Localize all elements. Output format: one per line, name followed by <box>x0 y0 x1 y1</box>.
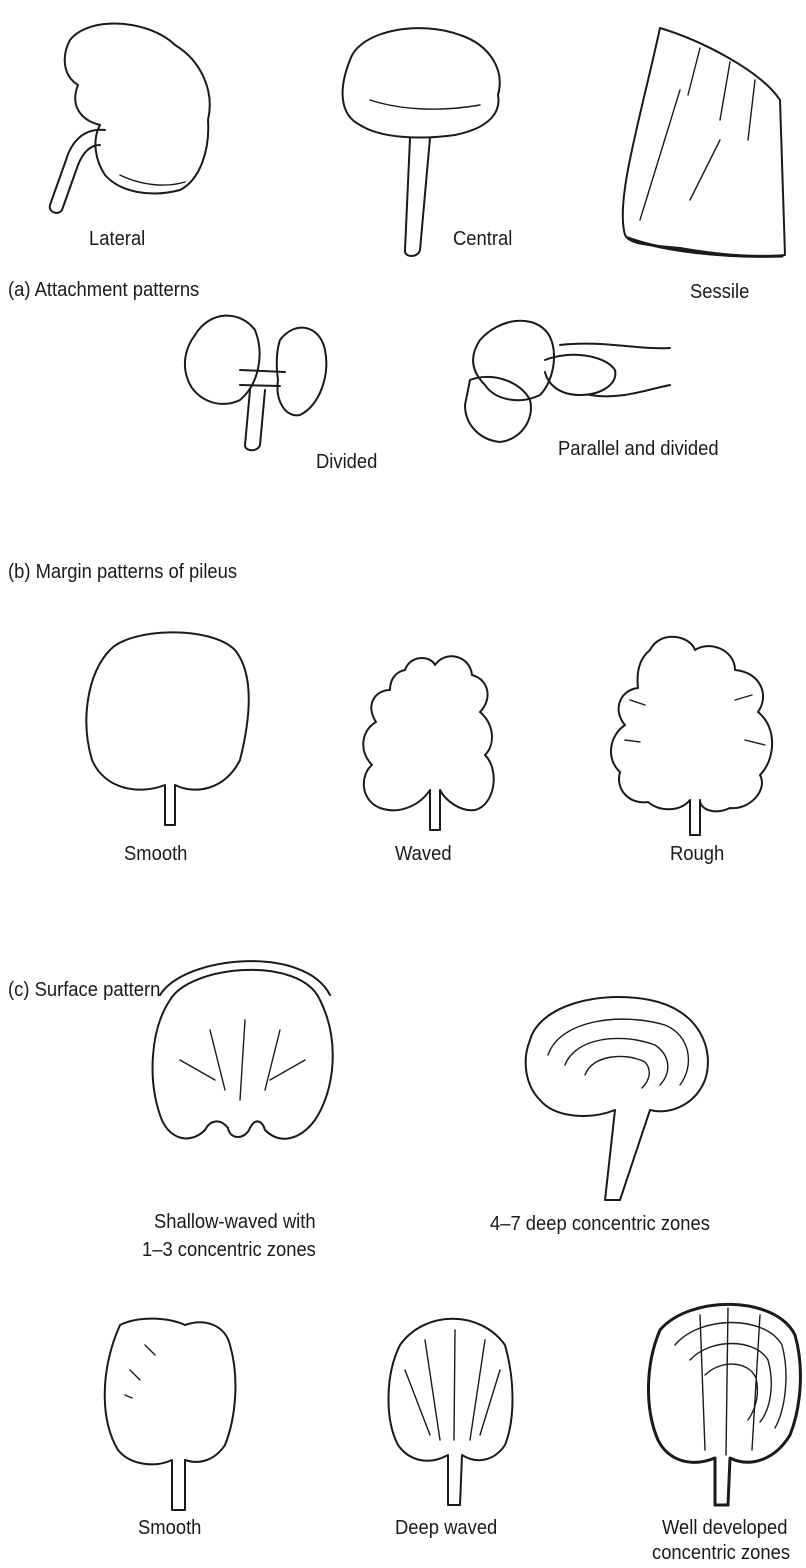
label-divided: Divided <box>316 450 377 474</box>
divided-attachment-drawing <box>185 316 326 451</box>
label-lateral: Lateral <box>89 227 145 251</box>
label-central: Central <box>453 227 512 251</box>
well-developed-concentric-zones-drawing <box>648 1304 800 1505</box>
label-shallow-waved-line2: 1–3 concentric zones <box>142 1238 316 1262</box>
waved-margin-drawing <box>363 656 493 830</box>
smooth-margin-drawing <box>86 632 248 825</box>
sessile-attachment-drawing <box>623 28 785 256</box>
heading-surface-pattern: (c) Surface pattern <box>8 978 160 1002</box>
label-waved-margin: Waved <box>395 842 452 866</box>
label-deep-waved: Deep waved <box>395 1516 497 1540</box>
heading-attachment-patterns: (a) Attachment patterns <box>8 278 199 302</box>
label-smooth-surface: Smooth <box>138 1516 201 1540</box>
label-sessile: Sessile <box>690 280 749 304</box>
label-parallel-and-divided: Parallel and divided <box>558 437 719 461</box>
label-well-developed-line1: Well developed <box>662 1516 787 1540</box>
parallel-divided-attachment-drawing <box>465 321 670 442</box>
smooth-surface-drawing <box>105 1319 236 1510</box>
label-deep-concentric-zones: 4–7 deep concentric zones <box>490 1212 710 1236</box>
label-smooth-margin: Smooth <box>124 842 187 866</box>
heading-margin-patterns: (b) Margin patterns of pileus <box>8 560 237 584</box>
label-well-developed-line2: concentric zones <box>652 1541 790 1565</box>
rough-margin-drawing <box>611 637 772 835</box>
lateral-attachment-drawing <box>50 24 210 213</box>
label-shallow-waved-line1: Shallow-waved with <box>154 1210 316 1234</box>
deep-waved-surface-drawing <box>388 1319 512 1505</box>
central-attachment-drawing <box>343 28 500 256</box>
deep-concentric-zones-drawing <box>526 997 708 1200</box>
label-rough-margin: Rough <box>670 842 724 866</box>
shallow-waved-surface-drawing <box>153 961 333 1139</box>
